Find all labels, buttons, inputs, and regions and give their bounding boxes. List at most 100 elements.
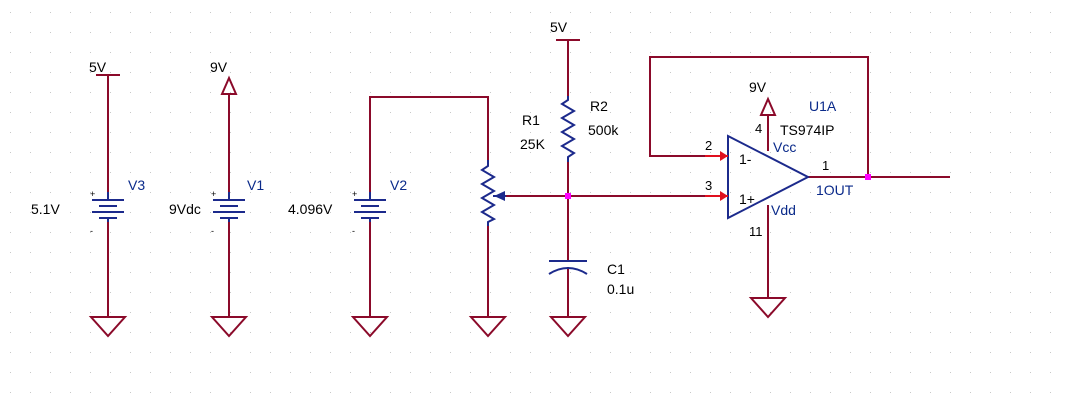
grid-dot bbox=[530, 72, 531, 73]
grid-dot bbox=[390, 12, 391, 13]
grid-dot bbox=[210, 172, 211, 173]
grid-dot bbox=[110, 172, 111, 173]
grid-dot bbox=[410, 392, 411, 393]
grid-dot bbox=[1010, 312, 1011, 313]
r1-value: 25K bbox=[520, 136, 546, 152]
grid-dot bbox=[730, 312, 731, 313]
grid-dot bbox=[850, 272, 851, 273]
v3-plus-sign: + bbox=[90, 189, 95, 199]
grid-dot bbox=[930, 32, 931, 33]
grid-dot bbox=[150, 312, 151, 313]
grid-dot bbox=[610, 52, 611, 53]
grid-dot bbox=[490, 52, 491, 53]
grid-dot bbox=[90, 132, 91, 133]
grid-dot bbox=[830, 32, 831, 33]
grid-dot bbox=[890, 132, 891, 133]
grid-dot bbox=[970, 72, 971, 73]
grid-dot bbox=[570, 92, 571, 93]
grid-dot bbox=[170, 292, 171, 293]
grid-dot bbox=[150, 252, 151, 253]
v1-supply-label: 9V bbox=[210, 59, 228, 75]
grid-dot bbox=[710, 392, 711, 393]
grid-dot bbox=[890, 252, 891, 253]
grid-dot bbox=[410, 92, 411, 93]
grid-dot bbox=[890, 52, 891, 53]
grid-dot bbox=[290, 32, 291, 33]
grid-dot bbox=[130, 252, 131, 253]
grid-dot bbox=[350, 52, 351, 53]
grid-dot bbox=[630, 352, 631, 353]
grid-dot bbox=[250, 372, 251, 373]
grid-dot bbox=[350, 312, 351, 313]
grid-dot bbox=[170, 372, 171, 373]
grid-dot bbox=[510, 392, 511, 393]
grid-dot bbox=[1050, 332, 1051, 333]
grid-dot bbox=[230, 192, 231, 193]
grid-dot bbox=[730, 252, 731, 253]
grid-dot bbox=[550, 92, 551, 93]
grid-dot bbox=[930, 252, 931, 253]
grid-dot bbox=[10, 272, 11, 273]
grid-dot bbox=[590, 72, 591, 73]
grid-dot bbox=[830, 132, 831, 133]
grid-dot bbox=[190, 332, 191, 333]
grid-dot bbox=[270, 272, 271, 273]
grid-dot bbox=[610, 132, 611, 133]
grid-dot bbox=[350, 92, 351, 93]
grid-dot bbox=[750, 12, 751, 13]
grid-dot bbox=[550, 252, 551, 253]
grid-dot bbox=[590, 292, 591, 293]
grid-dot bbox=[850, 92, 851, 93]
grid-dot bbox=[830, 212, 831, 213]
grid-dot bbox=[330, 152, 331, 153]
grid-dot bbox=[670, 152, 671, 153]
grid-dot bbox=[370, 12, 371, 13]
battery-v3 bbox=[92, 192, 124, 222]
grid-dot bbox=[30, 352, 31, 353]
grid-dot bbox=[230, 392, 231, 393]
grid-dot bbox=[710, 32, 711, 33]
grid-dot bbox=[50, 152, 51, 153]
grid-dot bbox=[710, 52, 711, 53]
grid-dot bbox=[970, 372, 971, 373]
grid-dot bbox=[630, 32, 631, 33]
grid-dot bbox=[250, 292, 251, 293]
grid-dot bbox=[1050, 292, 1051, 293]
grid-dot bbox=[590, 32, 591, 33]
grid-dot bbox=[310, 132, 311, 133]
grid-dot bbox=[950, 92, 951, 93]
grid-dot bbox=[850, 312, 851, 313]
grid-dot bbox=[190, 152, 191, 153]
grid-dot bbox=[930, 172, 931, 173]
grid-dot bbox=[1030, 192, 1031, 193]
grid-dot bbox=[110, 192, 111, 193]
grid-dot bbox=[430, 212, 431, 213]
grid-dot bbox=[490, 132, 491, 133]
grid-dot bbox=[90, 392, 91, 393]
grid-dot bbox=[130, 12, 131, 13]
grid-dot bbox=[890, 32, 891, 33]
grid-dot bbox=[470, 12, 471, 13]
grid-dot bbox=[930, 272, 931, 273]
grid-dot bbox=[950, 372, 951, 373]
grid-dot bbox=[750, 252, 751, 253]
grid-dot bbox=[150, 172, 151, 173]
grid-dot bbox=[710, 372, 711, 373]
grid-dot bbox=[810, 12, 811, 13]
opamp-vdd-name: Vdd bbox=[771, 202, 796, 218]
grid-dot bbox=[310, 72, 311, 73]
grid-dot bbox=[370, 52, 371, 53]
grid-dot bbox=[490, 352, 491, 353]
grid-dot bbox=[950, 12, 951, 13]
grid-dot bbox=[290, 92, 291, 93]
grid-dot bbox=[750, 232, 751, 233]
v1-supply-arrow bbox=[220, 75, 238, 95]
grid-dot bbox=[290, 52, 291, 53]
ground-icon-v1 bbox=[209, 316, 249, 338]
grid-dot bbox=[1010, 372, 1011, 373]
grid-dot bbox=[170, 212, 171, 213]
v3-minus-sign: - bbox=[90, 226, 93, 236]
grid-dot bbox=[90, 212, 91, 213]
grid-dot bbox=[210, 192, 211, 193]
grid-dot bbox=[1050, 392, 1051, 393]
